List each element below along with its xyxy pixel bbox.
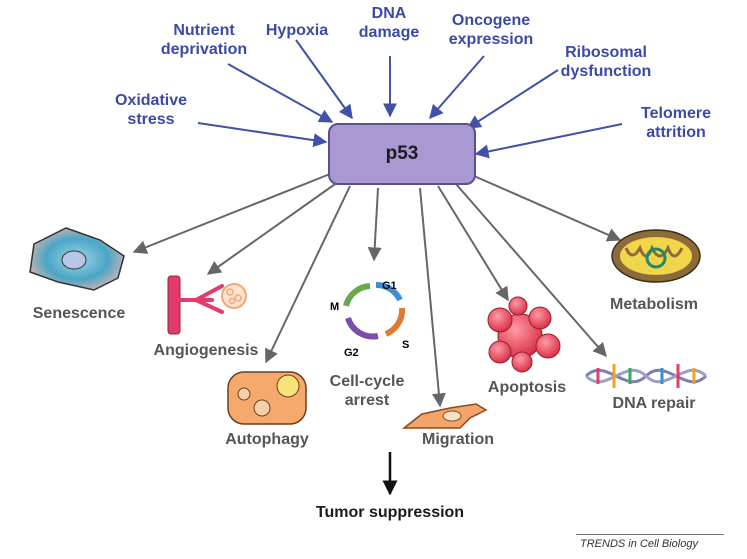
label-dna-repair: DNA repair <box>612 395 696 412</box>
cell-cycle-phase-m: M <box>330 301 339 313</box>
cell-cycle-icon: G1 S G2 M <box>330 280 409 359</box>
metabolism-mitochondrion-icon <box>611 229 701 283</box>
apoptosis-icon <box>487 296 561 373</box>
arrow-metabolism <box>473 175 622 242</box>
footer-divider <box>576 534 724 535</box>
label-apoptosis: Apoptosis <box>487 379 567 396</box>
tumor-suppression-label: Tumor suppression <box>315 504 465 521</box>
label-oxidative-stress: Oxidative stress <box>114 92 188 128</box>
arrow-apoptosis <box>437 185 509 302</box>
label-dna-damage: DNA damage <box>358 5 420 41</box>
label-hypoxia: Hypoxia <box>265 22 329 39</box>
cell-cycle-phase-g2: G2 <box>344 347 359 359</box>
label-ribosomal-dysfunction: Ribosomal dysfunction <box>560 44 652 80</box>
label-migration: Migration <box>422 431 494 448</box>
autophagy-cell-icon <box>227 371 307 425</box>
p53-node: p53 <box>328 123 476 185</box>
label-autophagy: Autophagy <box>225 431 309 448</box>
arrow-senescence <box>132 173 331 254</box>
arrow-cell-cycle-arrest <box>367 187 382 262</box>
angiogenesis-vessel-icon <box>167 275 247 335</box>
cell-cycle-phase-g1: G1 <box>382 280 397 292</box>
arrow-dna-repair <box>455 183 607 358</box>
arrow-migration <box>419 187 446 408</box>
label-cell-cycle-arrest: Cell-cycle arrest <box>329 373 405 409</box>
label-senescence: Senescence <box>32 305 126 322</box>
arrow-nutrient-deprivation <box>227 63 334 123</box>
dna-helix-icon <box>584 364 708 388</box>
label-angiogenesis: Angiogenesis <box>153 342 259 359</box>
label-telomere-attrition: Telomere attrition <box>641 105 711 141</box>
cell-cycle-phase-s: S <box>402 339 409 351</box>
label-metabolism: Metabolism <box>609 296 699 313</box>
label-nutrient-deprivation: Nutrient deprivation <box>160 22 248 58</box>
arrow-angiogenesis <box>206 181 339 275</box>
arrow-telomere-attrition <box>474 123 623 159</box>
arrow-oncogene-expression <box>429 55 485 120</box>
arrow-autophagy <box>265 185 351 364</box>
senescence-cell-icon <box>29 227 125 291</box>
p53-label: p53 <box>385 143 419 164</box>
label-oncogene-expression: Oncogene expression <box>448 12 534 48</box>
migration-cell-icon <box>401 403 488 429</box>
arrow-oxidative-stress <box>197 122 328 148</box>
footer-source-label: TRENDS in Cell Biology <box>580 538 698 550</box>
arrow-ribosomal-dysfunction <box>466 69 559 129</box>
arrow-hypoxia <box>295 39 353 120</box>
